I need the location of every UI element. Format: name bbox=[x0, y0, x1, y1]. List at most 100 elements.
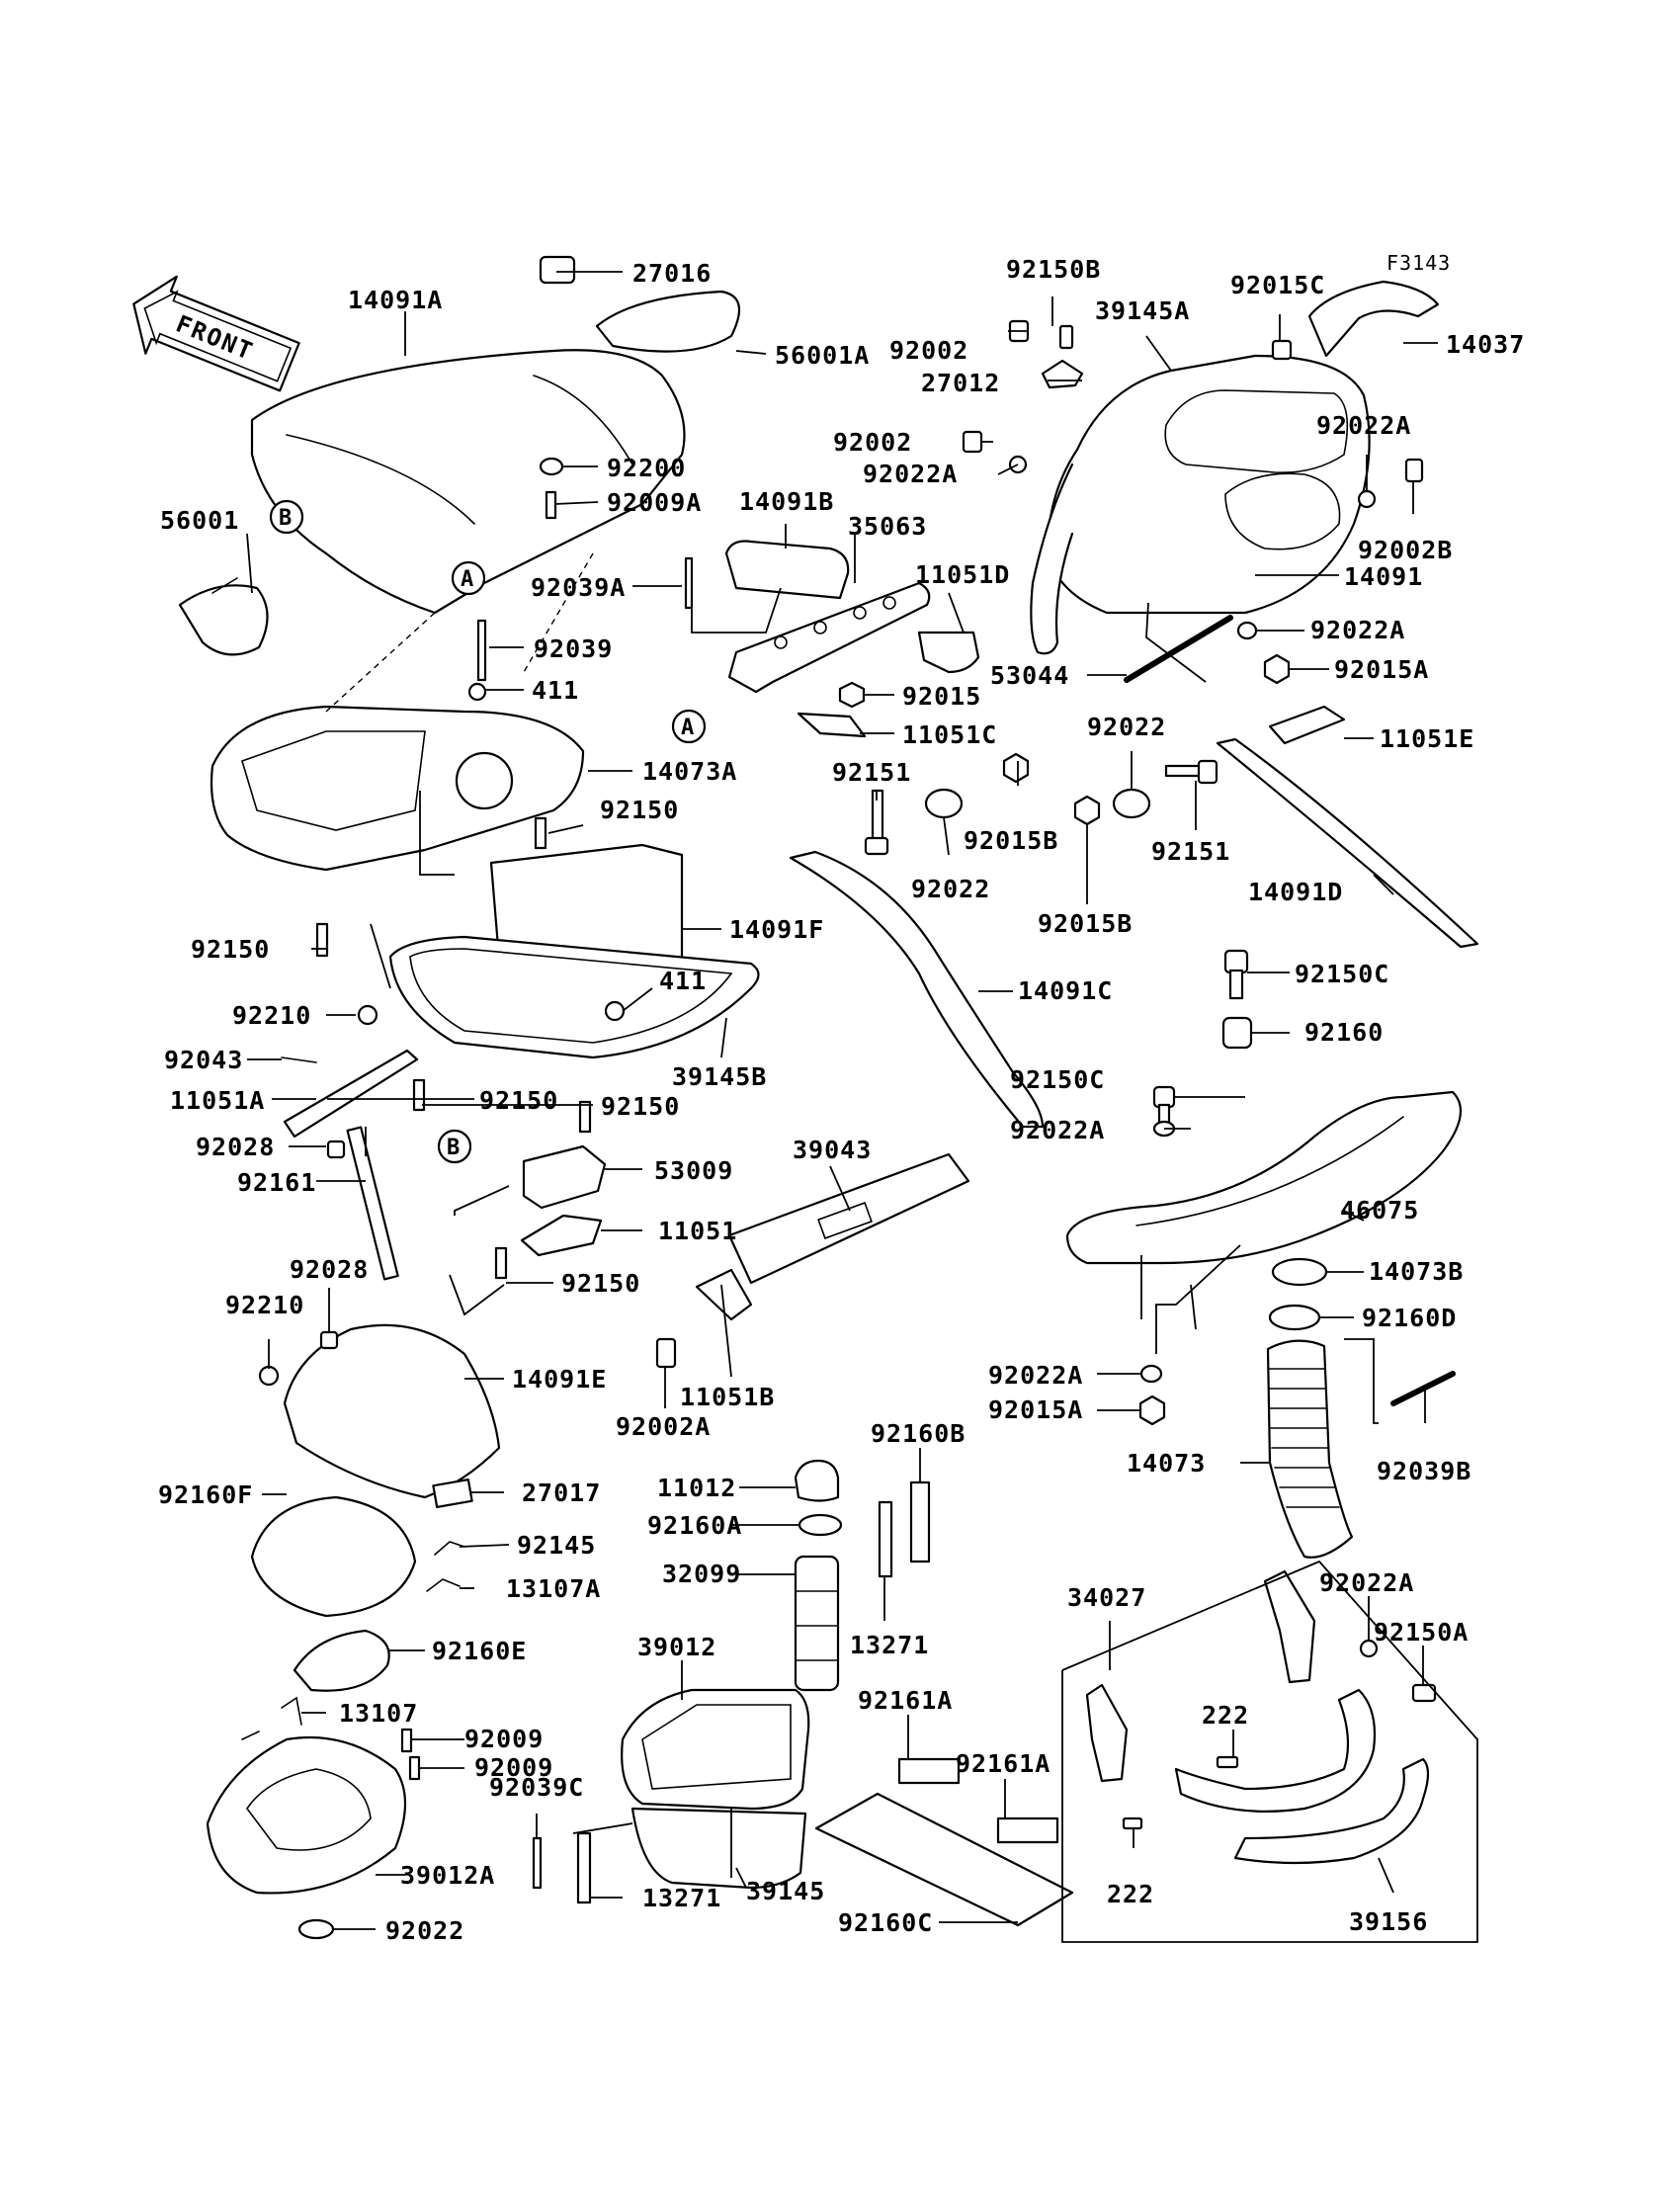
label-92022-b: 92022 bbox=[1087, 713, 1166, 741]
label-92015a: 92015A bbox=[1334, 655, 1429, 684]
screw-92009-a bbox=[400, 1728, 413, 1753]
nut-92015 bbox=[838, 681, 866, 709]
view-marker-a-top: A bbox=[451, 560, 486, 596]
label-11051b: 11051B bbox=[680, 1383, 775, 1411]
strip-13271-a bbox=[576, 1831, 592, 1904]
label-92022a-d: 92022A bbox=[1010, 1116, 1105, 1144]
marker-b-label: B bbox=[279, 506, 292, 531]
nut-92015b-b bbox=[1073, 795, 1101, 826]
view-marker-b-top: B bbox=[269, 499, 304, 535]
nut-92015a-b bbox=[1138, 1394, 1166, 1426]
label-92150-b: 92150 bbox=[191, 935, 270, 964]
label-14091a: 14091A bbox=[348, 286, 443, 314]
label-11012: 11012 bbox=[657, 1474, 736, 1502]
label-11051c: 11051C bbox=[902, 720, 997, 749]
label-92009-b: 92009 bbox=[474, 1753, 553, 1782]
marker-a-label-2: A bbox=[681, 716, 694, 740]
label-92022a-f: 92022A bbox=[1319, 1568, 1414, 1597]
nut-92015c bbox=[1271, 339, 1293, 361]
panel-14091c bbox=[789, 850, 1045, 1129]
gasket-39145 bbox=[630, 1807, 807, 1890]
label-35063: 35063 bbox=[848, 512, 927, 541]
box-39012-inner bbox=[641, 1704, 792, 1790]
latch-53009 bbox=[522, 1144, 607, 1210]
label-53009: 53009 bbox=[654, 1156, 733, 1185]
label-14073b: 14073B bbox=[1369, 1257, 1464, 1286]
group-line-b bbox=[691, 587, 782, 634]
label-92150b: 92150B bbox=[1006, 255, 1101, 284]
washer-92022-tray bbox=[297, 1918, 335, 1940]
label-222-b: 222 bbox=[1107, 1880, 1154, 1908]
label-92043: 92043 bbox=[164, 1046, 243, 1074]
washer-92200 bbox=[539, 457, 564, 476]
handle-46075-edge bbox=[1135, 1116, 1404, 1226]
label-14091c: 14091C bbox=[1018, 976, 1113, 1005]
hood-seam bbox=[286, 434, 475, 525]
label-411-b: 411 bbox=[659, 967, 707, 995]
label-34027: 34027 bbox=[1067, 1583, 1146, 1612]
bolt-92150-d bbox=[578, 1100, 592, 1134]
cowl-39145a bbox=[1046, 354, 1371, 615]
lid-14091e bbox=[283, 1323, 501, 1499]
label-92009a: 92009A bbox=[607, 488, 702, 517]
cowl-39145a-window bbox=[1164, 389, 1349, 473]
label-92160b: 92160B bbox=[871, 1419, 966, 1448]
bin-14073a-port bbox=[455, 751, 514, 810]
grommet-411 bbox=[467, 682, 487, 702]
label-53044: 53044 bbox=[990, 661, 1069, 690]
bar-34027 bbox=[1174, 1688, 1377, 1813]
label-32099: 32099 bbox=[662, 1560, 741, 1588]
label-14073a: 14073A bbox=[642, 757, 737, 786]
hood-14091a bbox=[250, 349, 686, 615]
label-14073: 14073 bbox=[1127, 1449, 1206, 1478]
pad-92161a-b bbox=[996, 1817, 1059, 1844]
label-92161a-b: 92161A bbox=[956, 1749, 1050, 1778]
label-27012: 27012 bbox=[921, 369, 1000, 397]
label-92150c-a: 92150C bbox=[1295, 960, 1389, 988]
label-92009-a: 92009 bbox=[464, 1725, 544, 1753]
hood-seam-2 bbox=[533, 375, 633, 465]
label-92151-b: 92151 bbox=[1151, 837, 1230, 866]
strip-14091d bbox=[1216, 737, 1479, 949]
label-92022: 92022 bbox=[385, 1916, 464, 1945]
grommet-411-b bbox=[604, 1000, 626, 1022]
label-14037: 14037 bbox=[1446, 330, 1525, 359]
label-92200: 92200 bbox=[607, 454, 686, 482]
bolt-92150c-a bbox=[1223, 949, 1249, 974]
label-92028-b: 92028 bbox=[290, 1255, 369, 1284]
label-92002: 92002 bbox=[889, 336, 968, 365]
label-39012: 39012 bbox=[637, 1633, 716, 1661]
screw-222-a bbox=[1216, 1755, 1239, 1769]
spring-13107 bbox=[241, 1696, 302, 1740]
grip-39156 bbox=[1233, 1757, 1430, 1865]
view-marker-b-mid: B bbox=[437, 1129, 472, 1164]
spring-92145 bbox=[434, 1541, 465, 1556]
label-92022-a: 92022 bbox=[911, 875, 990, 903]
label-92028: 92028 bbox=[196, 1133, 275, 1161]
label-11051: 11051 bbox=[658, 1217, 737, 1245]
pin-92043 bbox=[281, 1056, 317, 1063]
label-92161a-a: 92161A bbox=[858, 1686, 953, 1715]
bolt-92150-c bbox=[412, 1078, 426, 1112]
strut-92161 bbox=[346, 1126, 399, 1281]
label-92039b: 92039B bbox=[1377, 1457, 1471, 1485]
pad-92160e bbox=[293, 1629, 390, 1692]
label-92002-b: 92002 bbox=[833, 428, 912, 457]
bracket-11051a bbox=[283, 1049, 419, 1139]
label-27016: 27016 bbox=[632, 259, 712, 288]
label-92150-c: 92150 bbox=[479, 1086, 558, 1115]
pad-14091b bbox=[724, 540, 850, 600]
label-92150-e: 92150 bbox=[561, 1269, 640, 1298]
bolt-92150-b bbox=[315, 922, 329, 958]
bracket-34027-b bbox=[1085, 1683, 1129, 1783]
label-13271-a: 13271 bbox=[642, 1884, 721, 1912]
clip-13107a bbox=[426, 1578, 461, 1592]
group-line-g bbox=[572, 1809, 732, 1878]
screw-222-b bbox=[1122, 1817, 1143, 1830]
cap-11012 bbox=[794, 1459, 840, 1502]
label-14091e: 14091E bbox=[512, 1365, 607, 1394]
ring-14073b bbox=[1271, 1257, 1328, 1287]
ring-92160d bbox=[1268, 1304, 1321, 1331]
pin-92039c bbox=[532, 1836, 543, 1890]
label-92039: 92039 bbox=[534, 634, 613, 663]
